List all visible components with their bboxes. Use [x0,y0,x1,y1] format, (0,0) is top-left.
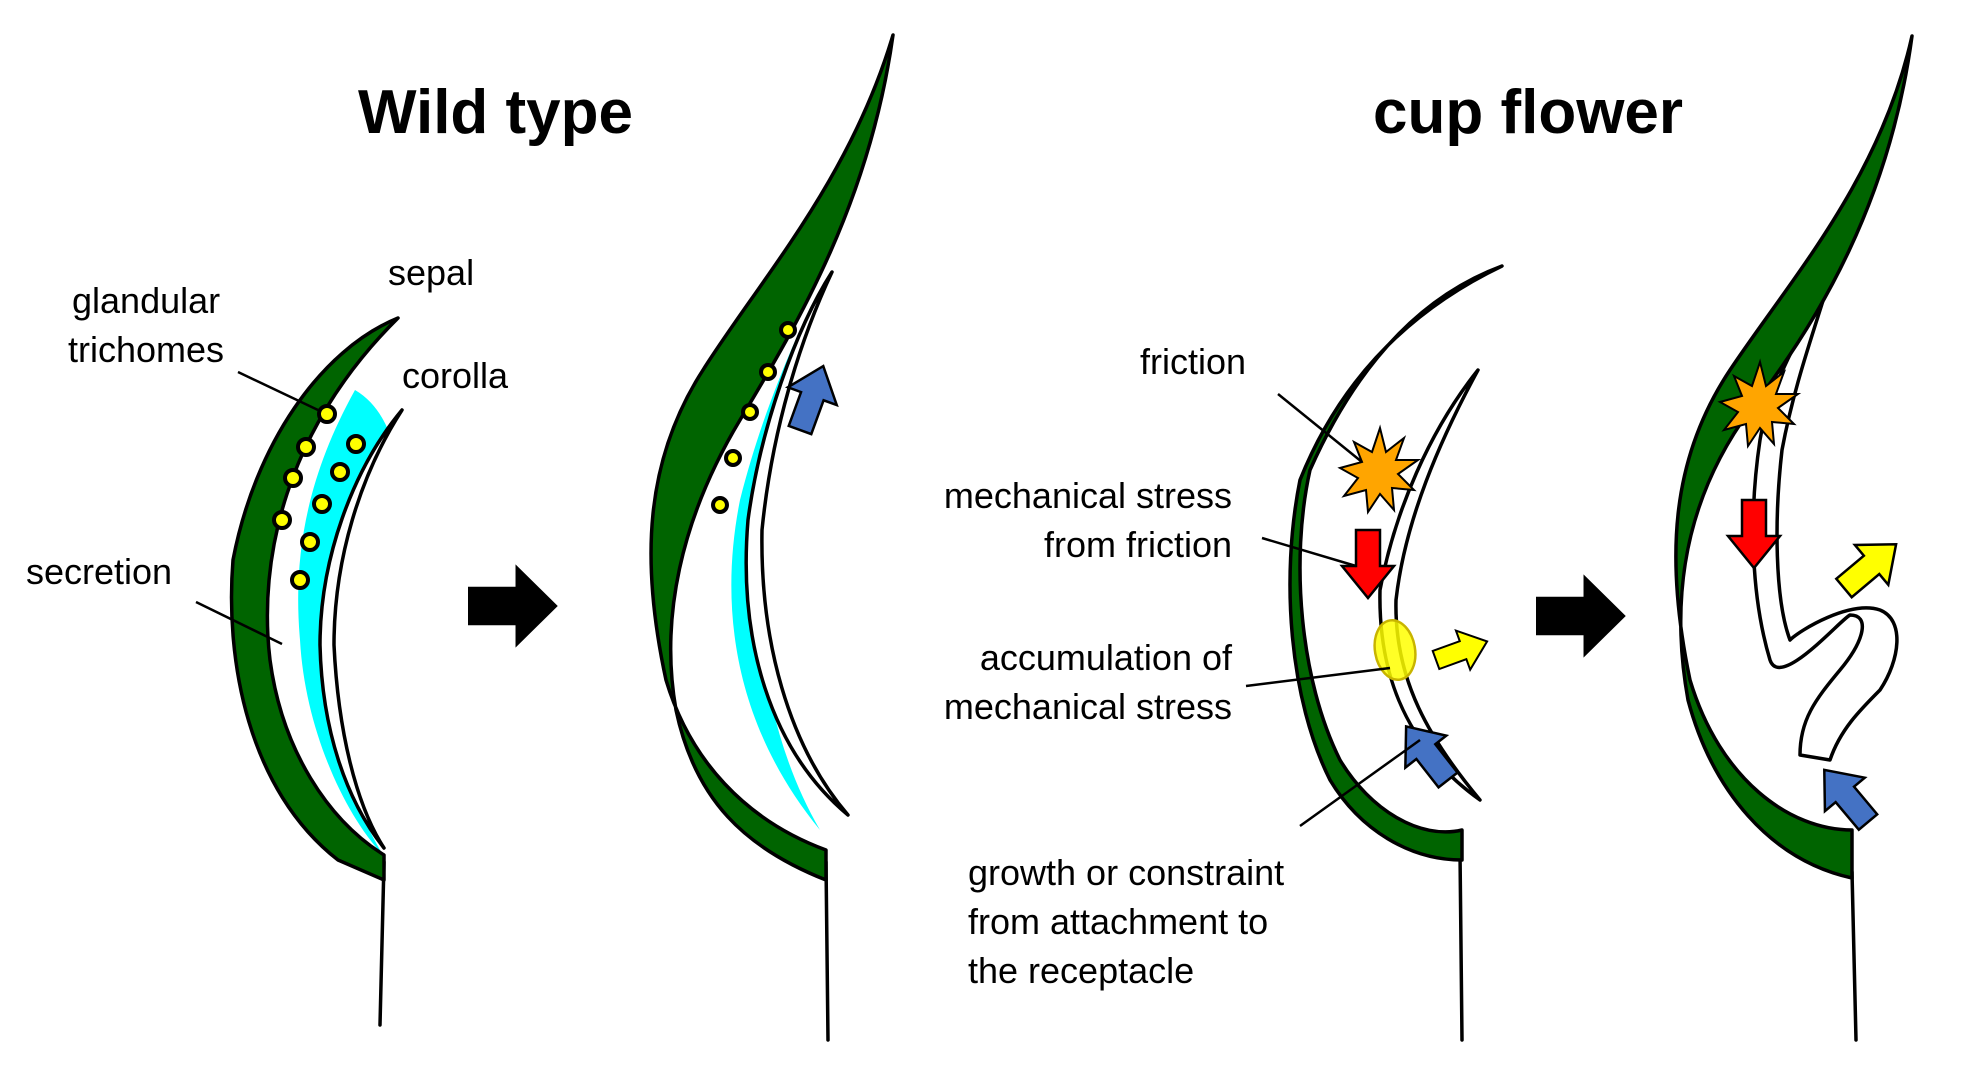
label-stress-1: mechanical stress [944,475,1232,516]
panel-wild-type-bud [229,316,404,1027]
label-corolla: corolla [402,355,509,396]
outward-arrow [1431,628,1489,673]
label-growth-3: the receptacle [968,950,1194,991]
leader-accum [1245,666,1391,688]
pedicel-stalk [378,860,386,1027]
trichome-group [272,404,366,590]
growth-arrow [1823,768,1879,832]
label-growth-1: growth or constraint [968,852,1284,893]
label-sepal: sepal [388,252,474,293]
sepal [1674,34,1914,880]
panel-cup-flower-bud [1288,264,1504,1042]
stress-arrow [1725,498,1783,570]
leader-growth [1299,738,1421,828]
trichome [346,434,366,454]
leader-stress [1261,536,1357,568]
trichome-group [711,321,797,514]
corolla-petal [1378,368,1482,802]
trichome [272,510,292,530]
trichome [330,462,350,482]
title-wild-type: Wild type [358,78,633,147]
sepal [649,33,895,882]
trichome [724,449,742,467]
step-arrow-1 [468,564,558,648]
label-friction: friction [1140,341,1246,382]
friction-star [1717,358,1802,449]
label-growth-2: from attachment to [968,901,1268,942]
growth-arrow [784,364,839,436]
leader-friction [1277,393,1363,463]
pedicel-stalk [824,860,830,1042]
label-trichomes: trichomes [68,329,224,370]
title-cup-flower: cup flower [1373,78,1683,147]
trichome [300,532,320,552]
secretion-region [731,304,820,830]
label-stress-2: from friction [1044,524,1232,565]
sepal [1288,264,1504,862]
sepal [229,316,400,882]
label-secretion: secretion [26,551,172,592]
outward-arrow [1834,543,1898,599]
label-accum-2: mechanical stress [944,686,1232,727]
trichome [317,404,337,424]
stress-arrow [1339,528,1397,600]
pedicel-stalk [1458,850,1464,1042]
label-accum-1: accumulation of [980,637,1233,678]
step-arrow-2 [1536,574,1626,658]
trichome [779,321,797,339]
trichome [711,496,729,514]
panel-cup-flower-open [1674,34,1914,1042]
trichome [312,494,332,514]
corolla-petal [318,408,404,850]
trichome [296,437,316,457]
trichome [741,403,759,421]
trichome [290,570,310,590]
corolla-petal [744,270,850,817]
accumulation-spot [1373,619,1417,681]
leader-trichomes [237,370,319,412]
panel-wild-type-open [649,33,895,1042]
label-glandular: glandular [72,280,220,321]
pedicel-stalk [1850,870,1858,1042]
trichome [759,363,777,381]
leader-secretion [195,600,283,646]
trichome [283,468,303,488]
